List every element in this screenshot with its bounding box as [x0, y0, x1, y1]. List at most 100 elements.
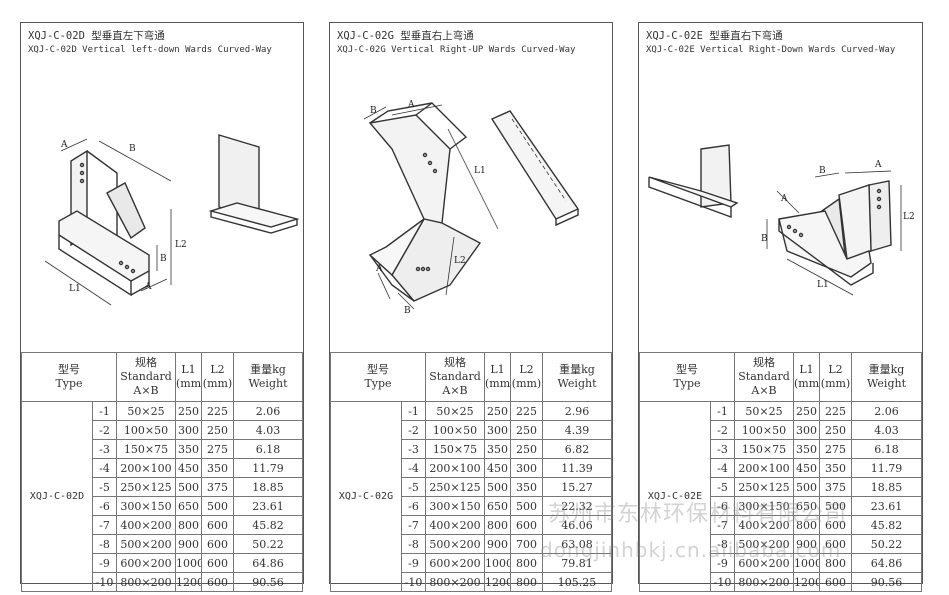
l2-cell: 600	[201, 515, 235, 535]
l1-cell: 800	[175, 515, 203, 535]
l1-cell: 800	[484, 515, 512, 535]
suffix-cell: -2	[91, 420, 118, 440]
weight-cell: 4.39	[542, 420, 612, 440]
suffix-cell: -3	[91, 439, 118, 459]
l1-cell: 300	[175, 420, 203, 440]
weight-cell: 50.22	[851, 534, 922, 554]
diagram-right-up: B A L1 L2 B A	[363, 100, 580, 316]
suffix-cell: -4	[400, 458, 427, 478]
weight-cell: 45.82	[233, 515, 303, 535]
panel-title-cn: XQJ-C-02E 型垂直右下弯通	[646, 30, 783, 42]
dim-label: L1	[474, 166, 486, 176]
suffix-cell: -10	[91, 572, 118, 592]
size-cell: 300×150	[734, 496, 795, 516]
l1-cell: 500	[175, 477, 203, 497]
size-cell: 100×50	[734, 420, 795, 440]
l2-cell: 700	[510, 534, 544, 554]
dim-label: B	[819, 166, 826, 176]
weight-cell: 2.96	[542, 401, 612, 421]
l2-cell: 300	[510, 458, 544, 478]
weight-cell: 6.18	[851, 439, 922, 459]
l1-cell: 450	[793, 458, 821, 478]
l1-cell: 1000	[175, 553, 203, 573]
dim-label: B	[404, 306, 411, 316]
suffix-cell: -8	[400, 534, 427, 554]
model-cell: XQJ-C-02E	[639, 401, 711, 592]
suffix-cell: -7	[91, 515, 118, 535]
l2-cell: 600	[201, 572, 235, 592]
diagram-left-down: A B L1 L2 A B	[44, 134, 300, 306]
l2-cell: 800	[510, 572, 544, 592]
header-l1: L1(mm)	[175, 352, 203, 402]
l2-cell: 225	[201, 401, 235, 421]
size-cell: 400×200	[425, 515, 486, 535]
l1-cell: 250	[175, 401, 203, 421]
suffix-cell: -7	[709, 515, 736, 535]
l1-cell: 450	[175, 458, 203, 478]
suffix-cell: -5	[709, 477, 736, 497]
weight-cell: 11.79	[851, 458, 922, 478]
l2-cell: 250	[201, 420, 235, 440]
l2-cell: 600	[201, 553, 235, 573]
weight-cell: 45.82	[851, 515, 922, 535]
header-l2: L2(mm)	[510, 352, 544, 402]
suffix-cell: -3	[400, 439, 427, 459]
suffix-cell: -1	[709, 401, 736, 421]
size-cell: 100×50	[116, 420, 177, 440]
weight-cell: 46.06	[542, 515, 612, 535]
size-cell: 400×200	[734, 515, 795, 535]
l1-cell: 450	[484, 458, 512, 478]
weight-cell: 6.18	[233, 439, 303, 459]
l1-cell: 350	[793, 439, 821, 459]
size-cell: 250×125	[425, 477, 486, 497]
size-cell: 200×100	[116, 458, 177, 478]
header-l2: L2(mm)	[201, 352, 235, 402]
l2-cell: 375	[819, 477, 853, 497]
l2-cell: 800	[819, 553, 853, 573]
suffix-cell: -4	[91, 458, 118, 478]
l1-cell: 500	[484, 477, 512, 497]
l2-cell: 350	[819, 458, 853, 478]
dim-label: L2	[454, 256, 466, 266]
weight-cell: 64.86	[233, 553, 303, 573]
l2-cell: 600	[819, 515, 853, 535]
weight-cell: 4.03	[851, 420, 922, 440]
suffix-cell: -5	[400, 477, 427, 497]
size-cell: 300×150	[425, 496, 486, 516]
dim-label: B	[761, 234, 768, 244]
header-l1: L1(mm)	[484, 352, 512, 402]
weight-cell: 23.61	[851, 496, 922, 516]
dim-label: A	[60, 140, 68, 150]
l2-cell: 250	[819, 420, 853, 440]
dim-label: B	[370, 106, 377, 116]
panel-02g: XQJ-C-02G 型垂直右上弯通 XQJ-C-02G Vertical Rig…	[329, 22, 613, 592]
suffix-cell: -8	[91, 534, 118, 554]
dim-label: A	[407, 100, 415, 110]
l1-cell: 1000	[484, 553, 512, 573]
l1-cell: 900	[175, 534, 203, 554]
l2-cell: 350	[201, 458, 235, 478]
size-cell: 150×75	[116, 439, 177, 459]
dim-label: B	[160, 254, 167, 264]
l2-cell: 800	[510, 553, 544, 573]
l2-cell: 600	[819, 534, 853, 554]
dim-label: L2	[903, 212, 915, 222]
l2-cell: 600	[819, 572, 853, 592]
